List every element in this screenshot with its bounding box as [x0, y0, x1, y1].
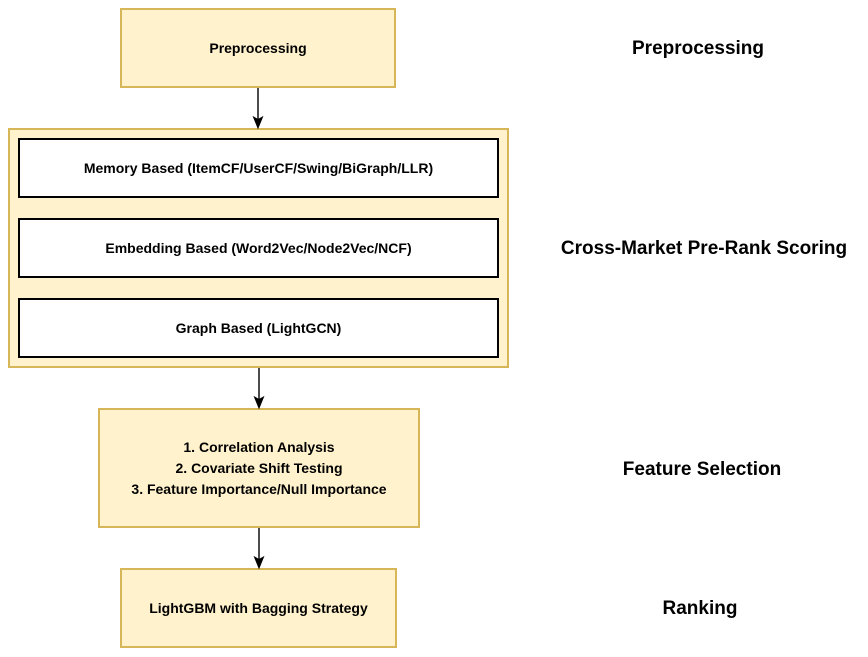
feature-selection-box: 1. Correlation Analysis 2. Covariate Shi… [98, 408, 420, 528]
graph-based-box: Graph Based (LightGCN) [18, 298, 499, 358]
feature-selection-line-3: 3. Feature Importance/Null Importance [131, 480, 387, 497]
embedding-based-box-label: Embedding Based (Word2Vec/Node2Vec/NCF) [105, 240, 412, 256]
memory-based-box: Memory Based (ItemCF/UserCF/Swing/BiGrap… [18, 138, 499, 198]
graph-based-box-label: Graph Based (LightGCN) [175, 320, 342, 336]
preprocessing-box: Preprocessing [120, 8, 396, 88]
down-arrow-connector-3 [253, 528, 265, 570]
stage-label-feature-selection: Feature Selection [622, 459, 782, 480]
embedding-based-box: Embedding Based (Word2Vec/Node2Vec/NCF) [18, 218, 499, 278]
stage-label-cross-market-pre-rank-scoring: Cross-Market Pre-Rank Scoring [560, 238, 848, 259]
stage-label-preprocessing: Preprocessing [632, 38, 764, 59]
ranking-box: LightGBM with Bagging Strategy [120, 568, 397, 648]
feature-selection-line-2: 2. Covariate Shift Testing [175, 459, 343, 476]
down-arrow-connector-1 [252, 88, 264, 130]
stage-label-ranking: Ranking [662, 598, 738, 619]
memory-based-box-label: Memory Based (ItemCF/UserCF/Swing/BiGrap… [83, 160, 434, 176]
feature-selection-line-1: 1. Correlation Analysis [183, 438, 335, 455]
ranking-box-label: LightGBM with Bagging Strategy [149, 600, 368, 616]
preprocessing-box-label: Preprocessing [209, 40, 307, 56]
down-arrow-connector-2 [253, 368, 265, 410]
prerank-scoring-container: Memory Based (ItemCF/UserCF/Swing/BiGrap… [8, 128, 509, 368]
